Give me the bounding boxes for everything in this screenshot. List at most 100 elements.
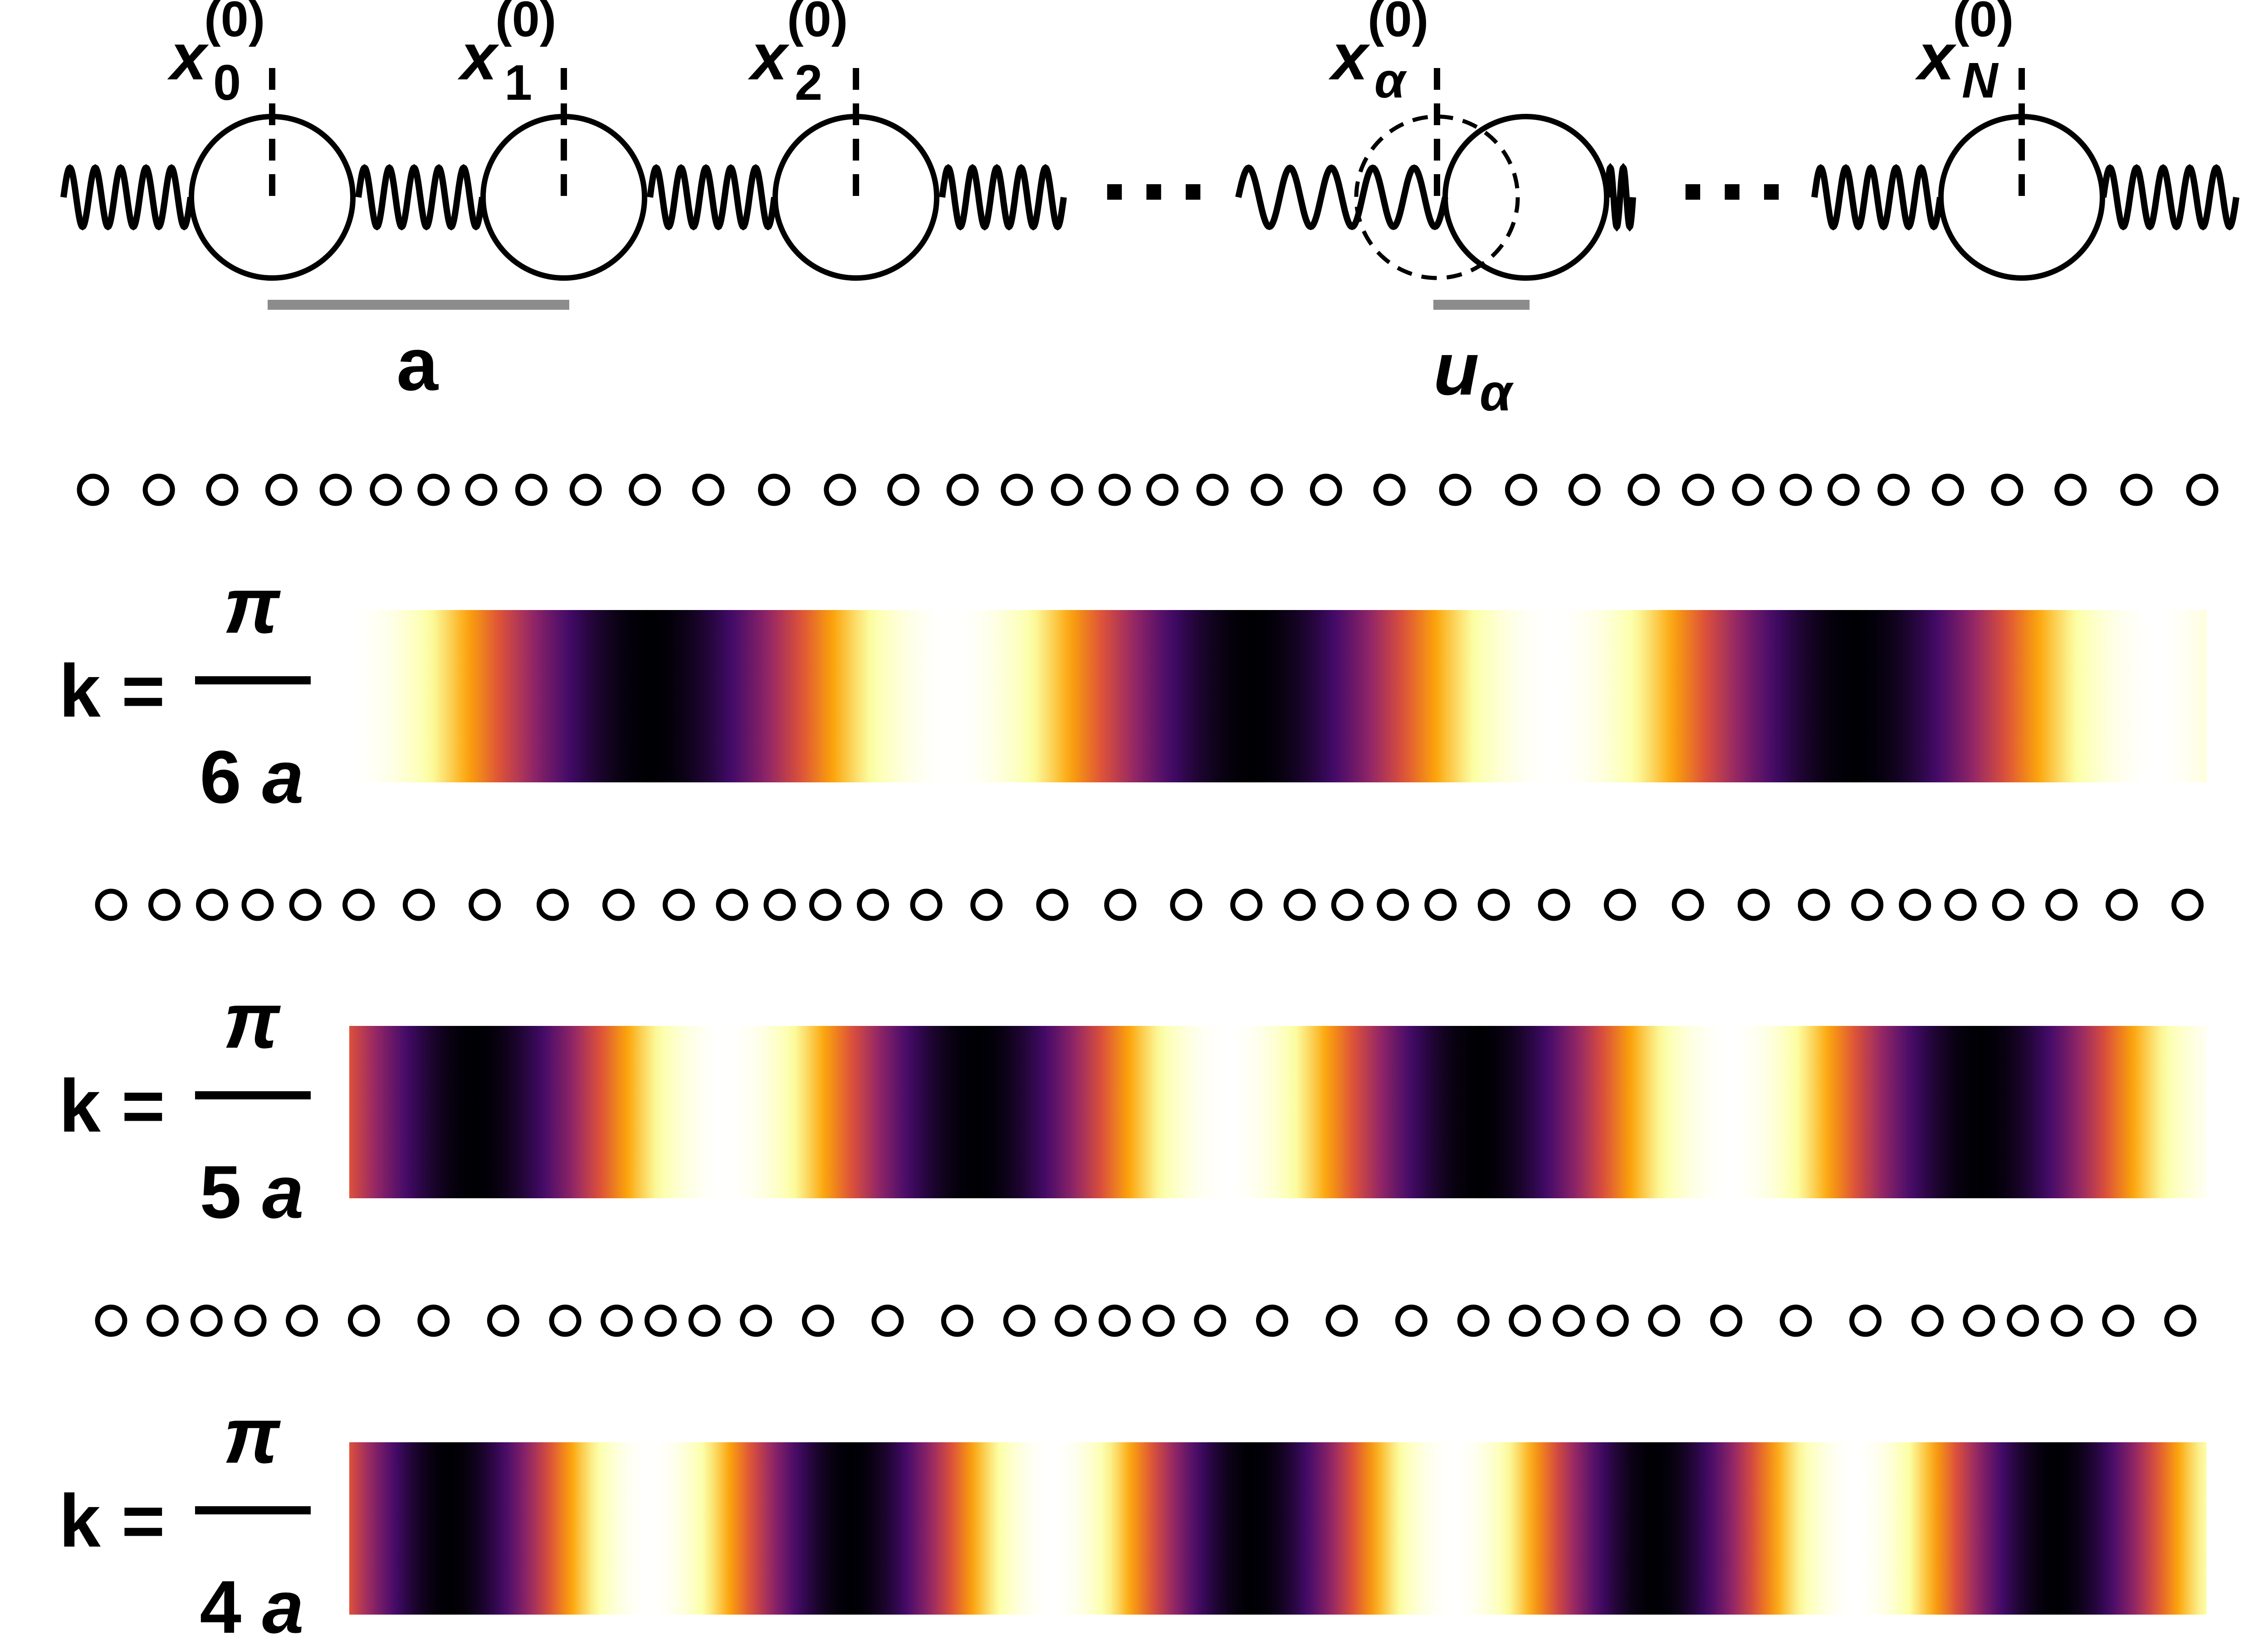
atom-dot	[1779, 1304, 1812, 1337]
atom-dot	[1256, 1304, 1288, 1337]
lattice-spacing-label: a	[396, 322, 439, 406]
mass-spring-chain: x 0 (0) x 1 (0) x 2 (0) x α (0) x N (0) …	[60, 0, 2239, 422]
atom-dot	[1001, 473, 1033, 506]
atom-dot	[602, 888, 635, 921]
atom-dot	[1682, 473, 1714, 506]
atom-dot	[1477, 888, 1510, 921]
atom-dot	[1051, 473, 1083, 506]
spring-4	[1235, 164, 1448, 230]
atom-dot	[347, 1304, 380, 1337]
atom-dot	[1538, 888, 1570, 921]
atom-dot	[1196, 473, 1229, 506]
mass-sub-1: 1	[504, 55, 532, 111]
k-label: k =	[59, 1479, 165, 1562]
atom-dot	[1283, 888, 1316, 921]
atom-dot	[342, 888, 375, 921]
atom-dot	[1991, 473, 2024, 506]
mode-panel-k-pi-over-5a: k = π 5 a	[59, 888, 2207, 1234]
atom-dot	[537, 888, 569, 921]
atom-dot	[688, 1304, 721, 1337]
atom-dot	[740, 1304, 772, 1337]
mass-sup-alpha: (0)	[1368, 0, 1428, 47]
mode-panel-k-pi-over-4a: k = π 4 a	[59, 1304, 2207, 1645]
k-denominator: 4 a	[200, 1565, 303, 1645]
ellipsis-left: ···	[1100, 132, 1218, 249]
atom-dot	[2045, 888, 2078, 921]
atom-dot	[1779, 473, 1812, 506]
k-denominator: 6 a	[200, 735, 303, 819]
atom-dot	[2102, 1304, 2135, 1337]
k-numerator: π	[224, 1391, 281, 1480]
atom-dot	[1098, 1304, 1131, 1337]
mass-sup-N: (0)	[1953, 0, 2014, 47]
spring-1	[355, 164, 485, 231]
atom-dot	[857, 888, 889, 921]
atom-dot	[402, 888, 435, 921]
atom-dot	[142, 473, 175, 506]
atom-dot	[1992, 888, 2024, 921]
spring-6	[1811, 164, 1943, 231]
atom-dot	[1899, 888, 1931, 921]
atom-dot	[941, 1304, 973, 1337]
atom-dot	[662, 888, 695, 921]
ellipsis-right: ···	[1678, 132, 1796, 249]
atom-dot	[1628, 473, 1660, 506]
k-label: k =	[59, 649, 165, 732]
atom-dot	[1596, 1304, 1629, 1337]
atom-positions-row	[95, 888, 2204, 921]
mass-sup-2: (0)	[787, 0, 848, 47]
mass-sub-alpha: α	[1374, 53, 1408, 108]
atom-dot	[206, 473, 239, 506]
atom-dot	[2120, 473, 2153, 506]
spring-7	[2100, 164, 2239, 230]
k-denominator: 5 a	[200, 1150, 303, 1234]
atom-dot	[1911, 1304, 1944, 1337]
atom-dot	[1424, 888, 1457, 921]
spring-0	[60, 164, 194, 231]
atom-dot	[1310, 473, 1342, 506]
atom-dot	[1672, 888, 1704, 921]
springs	[60, 163, 2239, 232]
atom-dot	[77, 473, 109, 506]
k-numerator: π	[224, 976, 281, 1065]
atom-dot	[1798, 888, 1830, 921]
mass-label-0: x	[167, 20, 209, 93]
atom-dot	[469, 888, 501, 921]
atom-dot	[1603, 888, 1636, 921]
mass-sup-1: (0)	[495, 0, 556, 47]
atom-dot	[1395, 1304, 1427, 1337]
atom-dot	[1710, 1304, 1743, 1337]
displacement-heatmap	[349, 1442, 2207, 1615]
atom-dot	[802, 1304, 834, 1337]
atom-dot	[871, 1304, 904, 1337]
atom-dot	[1146, 473, 1178, 506]
atom-dot	[417, 1304, 450, 1337]
atom-dot	[95, 1304, 127, 1337]
spring-2	[647, 164, 777, 231]
atom-dot	[970, 888, 1003, 921]
atom-dot	[1098, 473, 1131, 506]
atom-dot	[1553, 1304, 1585, 1337]
atom-dot	[1251, 473, 1283, 506]
atom-dot	[569, 473, 602, 506]
atom-dot	[1377, 888, 1409, 921]
atom-dot	[644, 1304, 677, 1337]
atom-dot	[265, 473, 298, 506]
atom-dot	[758, 473, 791, 506]
atom-dot	[1851, 888, 1884, 921]
atom-dot	[1230, 888, 1263, 921]
mass-sub-0: 0	[213, 55, 241, 111]
atom-dot	[601, 1304, 633, 1337]
atom-dot	[824, 473, 856, 506]
atom-dot	[2164, 1304, 2197, 1337]
atom-dot	[1827, 473, 1860, 506]
atom-dot	[1373, 473, 1406, 506]
atom-dot	[286, 1304, 318, 1337]
atom-dot	[2171, 888, 2204, 921]
atom-dot	[95, 888, 127, 921]
displacement-label: u	[1433, 327, 1479, 410]
atom-dot	[887, 473, 920, 506]
atom-dot	[515, 473, 547, 506]
mass-alpha-displaced	[1442, 114, 1609, 281]
atom-dot	[1568, 473, 1601, 506]
